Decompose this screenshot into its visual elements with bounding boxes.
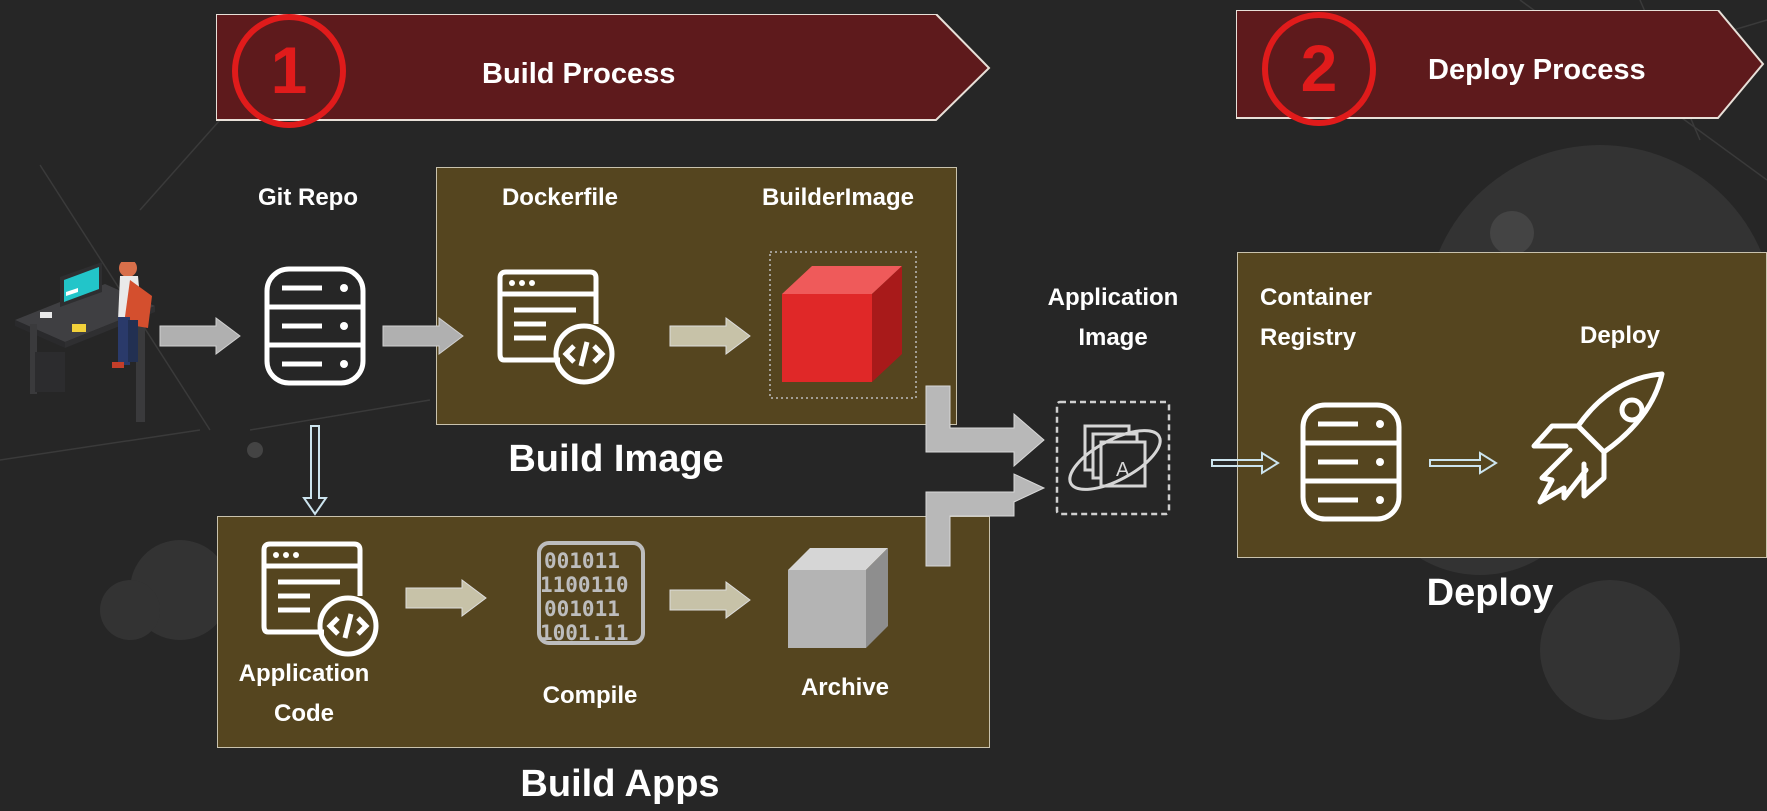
- container-registry-label: Container Registry: [1260, 284, 1373, 351]
- database-icon: [1300, 402, 1402, 522]
- dockerfile-label: Dockerfile: [501, 184, 619, 211]
- deploy-title: Deploy: [1426, 572, 1554, 614]
- arrow-git-to-app-code: [302, 425, 328, 516]
- binary-line-3: 001011: [544, 597, 620, 621]
- archive-label: Archive: [800, 674, 890, 701]
- application-image-label: Application Image: [1047, 284, 1179, 351]
- binary-line-2: 1100110: [540, 573, 629, 597]
- application-image-icon: A: [1055, 400, 1171, 516]
- binary-line-4: 1001.11: [540, 621, 629, 645]
- developer-desk-icon: [15, 262, 155, 422]
- arrow-developer-to-git: [159, 317, 241, 355]
- stage-1-number: 1: [232, 14, 346, 128]
- deploy-label: Deploy: [1579, 322, 1660, 349]
- build-process-banner: [216, 14, 991, 121]
- git-repo-label: Git Repo: [258, 184, 358, 211]
- arrow-compile-to-archive: [669, 581, 751, 619]
- rocket-icon: [1531, 371, 1665, 505]
- binary-line-1: 001011: [544, 549, 620, 573]
- arrow-code-to-compile: [405, 579, 487, 617]
- build-apps-title: Build Apps: [520, 763, 720, 805]
- compile-label: Compile: [542, 682, 638, 709]
- arrow-git-to-dockerfile: [382, 317, 464, 355]
- build-process-title: Build Process: [482, 58, 676, 90]
- arrow-app-image-to-registry: [1211, 451, 1280, 475]
- code-document-icon: [497, 269, 615, 385]
- arrow-dockerfile-to-builder: [669, 317, 751, 355]
- red-cube-icon: [769, 251, 917, 399]
- builder-image-label: BuilderImage: [761, 184, 915, 211]
- application-code-label: Application Code: [238, 660, 370, 727]
- build-image-title: Build Image: [508, 438, 724, 480]
- code-document-icon: [261, 541, 379, 657]
- deploy-process-title: Deploy Process: [1428, 54, 1646, 86]
- stage-2-number: 2: [1262, 12, 1376, 126]
- arrow-build-to-app-image: [925, 385, 1046, 567]
- database-icon: [264, 266, 366, 386]
- arrow-registry-to-deploy: [1429, 451, 1498, 475]
- gray-cube-icon: [788, 548, 888, 648]
- binary-chip-icon: 001011 1100110 001011 1001.11: [537, 541, 645, 645]
- app-image-glyph: A: [1116, 459, 1130, 481]
